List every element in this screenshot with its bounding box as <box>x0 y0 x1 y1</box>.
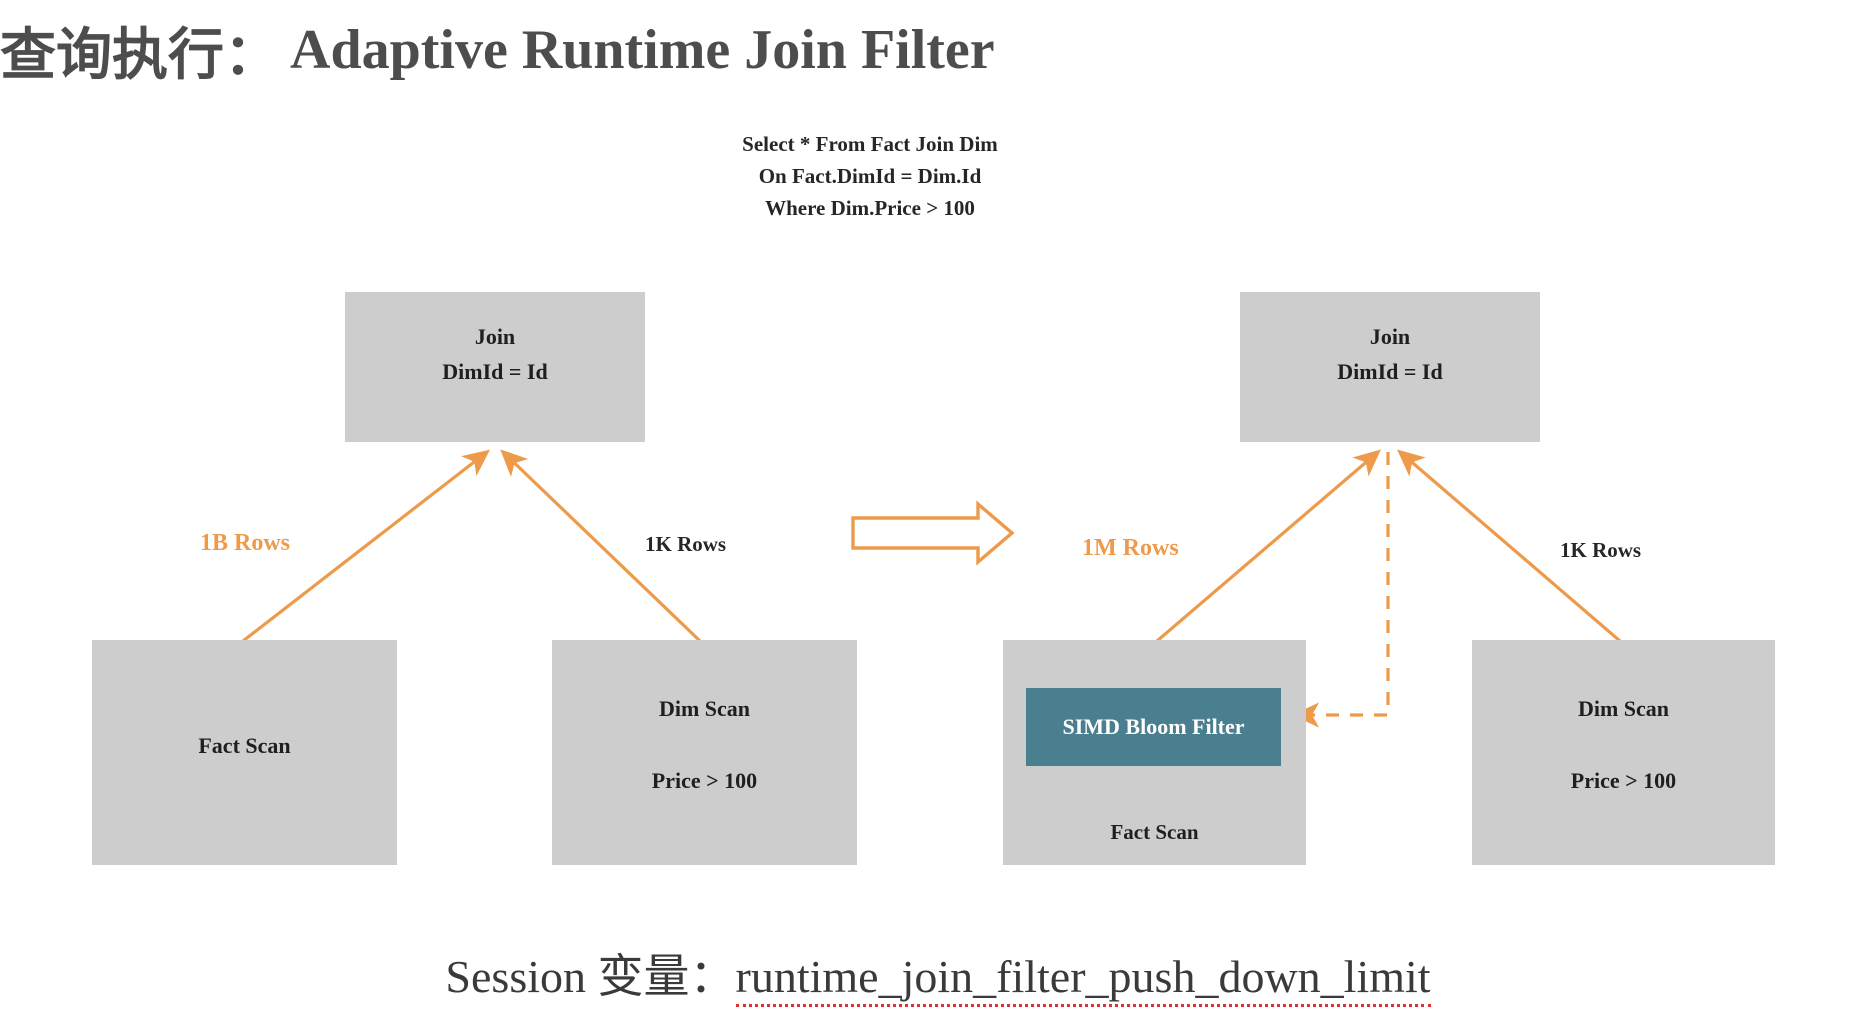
edge-label-right-fact-rows: 1M Rows <box>1082 535 1179 561</box>
edge-label-left-dim-rows: 1K Rows <box>645 532 727 556</box>
join-node-right[interactable]: Join DimId = Id <box>1240 292 1540 442</box>
join-node-left-condition: DimId = Id <box>442 359 548 384</box>
edge-label-right-dim-rows: 1K Rows <box>1560 538 1642 562</box>
sql-line-on: On Fact.DimId = Dim.Id <box>758 164 982 188</box>
session-variable-name: runtime_join_filter_push_down_limit <box>735 951 1431 1007</box>
edge-label-left-fact-rows: 1B Rows <box>200 530 291 556</box>
sql-line-select: Select * From Fact Join Dim <box>742 132 998 156</box>
dim-scan-node-left-title: Dim Scan <box>658 696 751 721</box>
dim-scan-node-right-title: Dim Scan <box>1577 696 1670 721</box>
join-node-left-title: Join <box>474 324 516 349</box>
dim-scan-node-left-predicate: Price > 100 <box>651 768 758 793</box>
session-caption-prefix-latin: Session <box>445 951 598 1002</box>
fact-scan-node-left-title: Fact Scan <box>198 733 291 758</box>
sql-query-block: Select * From Fact Join Dim On Fact.DimI… <box>620 128 1120 224</box>
fact-scan-node-right-title: Fact Scan <box>1110 820 1199 844</box>
join-node-right-condition: DimId = Id <box>1337 359 1443 384</box>
dim-scan-node-right-predicate: Price > 100 <box>1570 768 1677 793</box>
join-node-right-title: Join <box>1369 324 1411 349</box>
simd-bloom-filter-label: SIMD Bloom Filter <box>1062 714 1245 739</box>
page-title-latin: Adaptive Runtime Join Filter <box>290 19 995 81</box>
transition-arrow-icon <box>851 500 1015 566</box>
edge-runtime-filter-pushdown <box>1292 452 1390 728</box>
page-title-cjk: 查询执行： <box>0 21 280 88</box>
fact-scan-node-left[interactable]: Fact Scan <box>92 640 397 865</box>
sql-line-where: Where Dim.Price > 100 <box>765 196 975 220</box>
dim-scan-node-left[interactable]: Dim Scan Price > 100 <box>552 640 857 865</box>
dim-scan-node-right[interactable]: Dim Scan Price > 100 <box>1472 640 1775 865</box>
session-caption-prefix-cjk: 变量： <box>597 949 736 1003</box>
simd-bloom-filter-node[interactable]: SIMD Bloom Filter <box>1026 688 1281 766</box>
join-node-left[interactable]: Join DimId = Id <box>345 292 645 442</box>
session-variable-caption: Session 变量：runtime_join_filter_push_down… <box>0 940 1876 1007</box>
page-title: 查询执行：Adaptive Runtime Join Filter <box>0 10 1200 90</box>
edge-right-fact-to-join <box>1155 449 1381 643</box>
